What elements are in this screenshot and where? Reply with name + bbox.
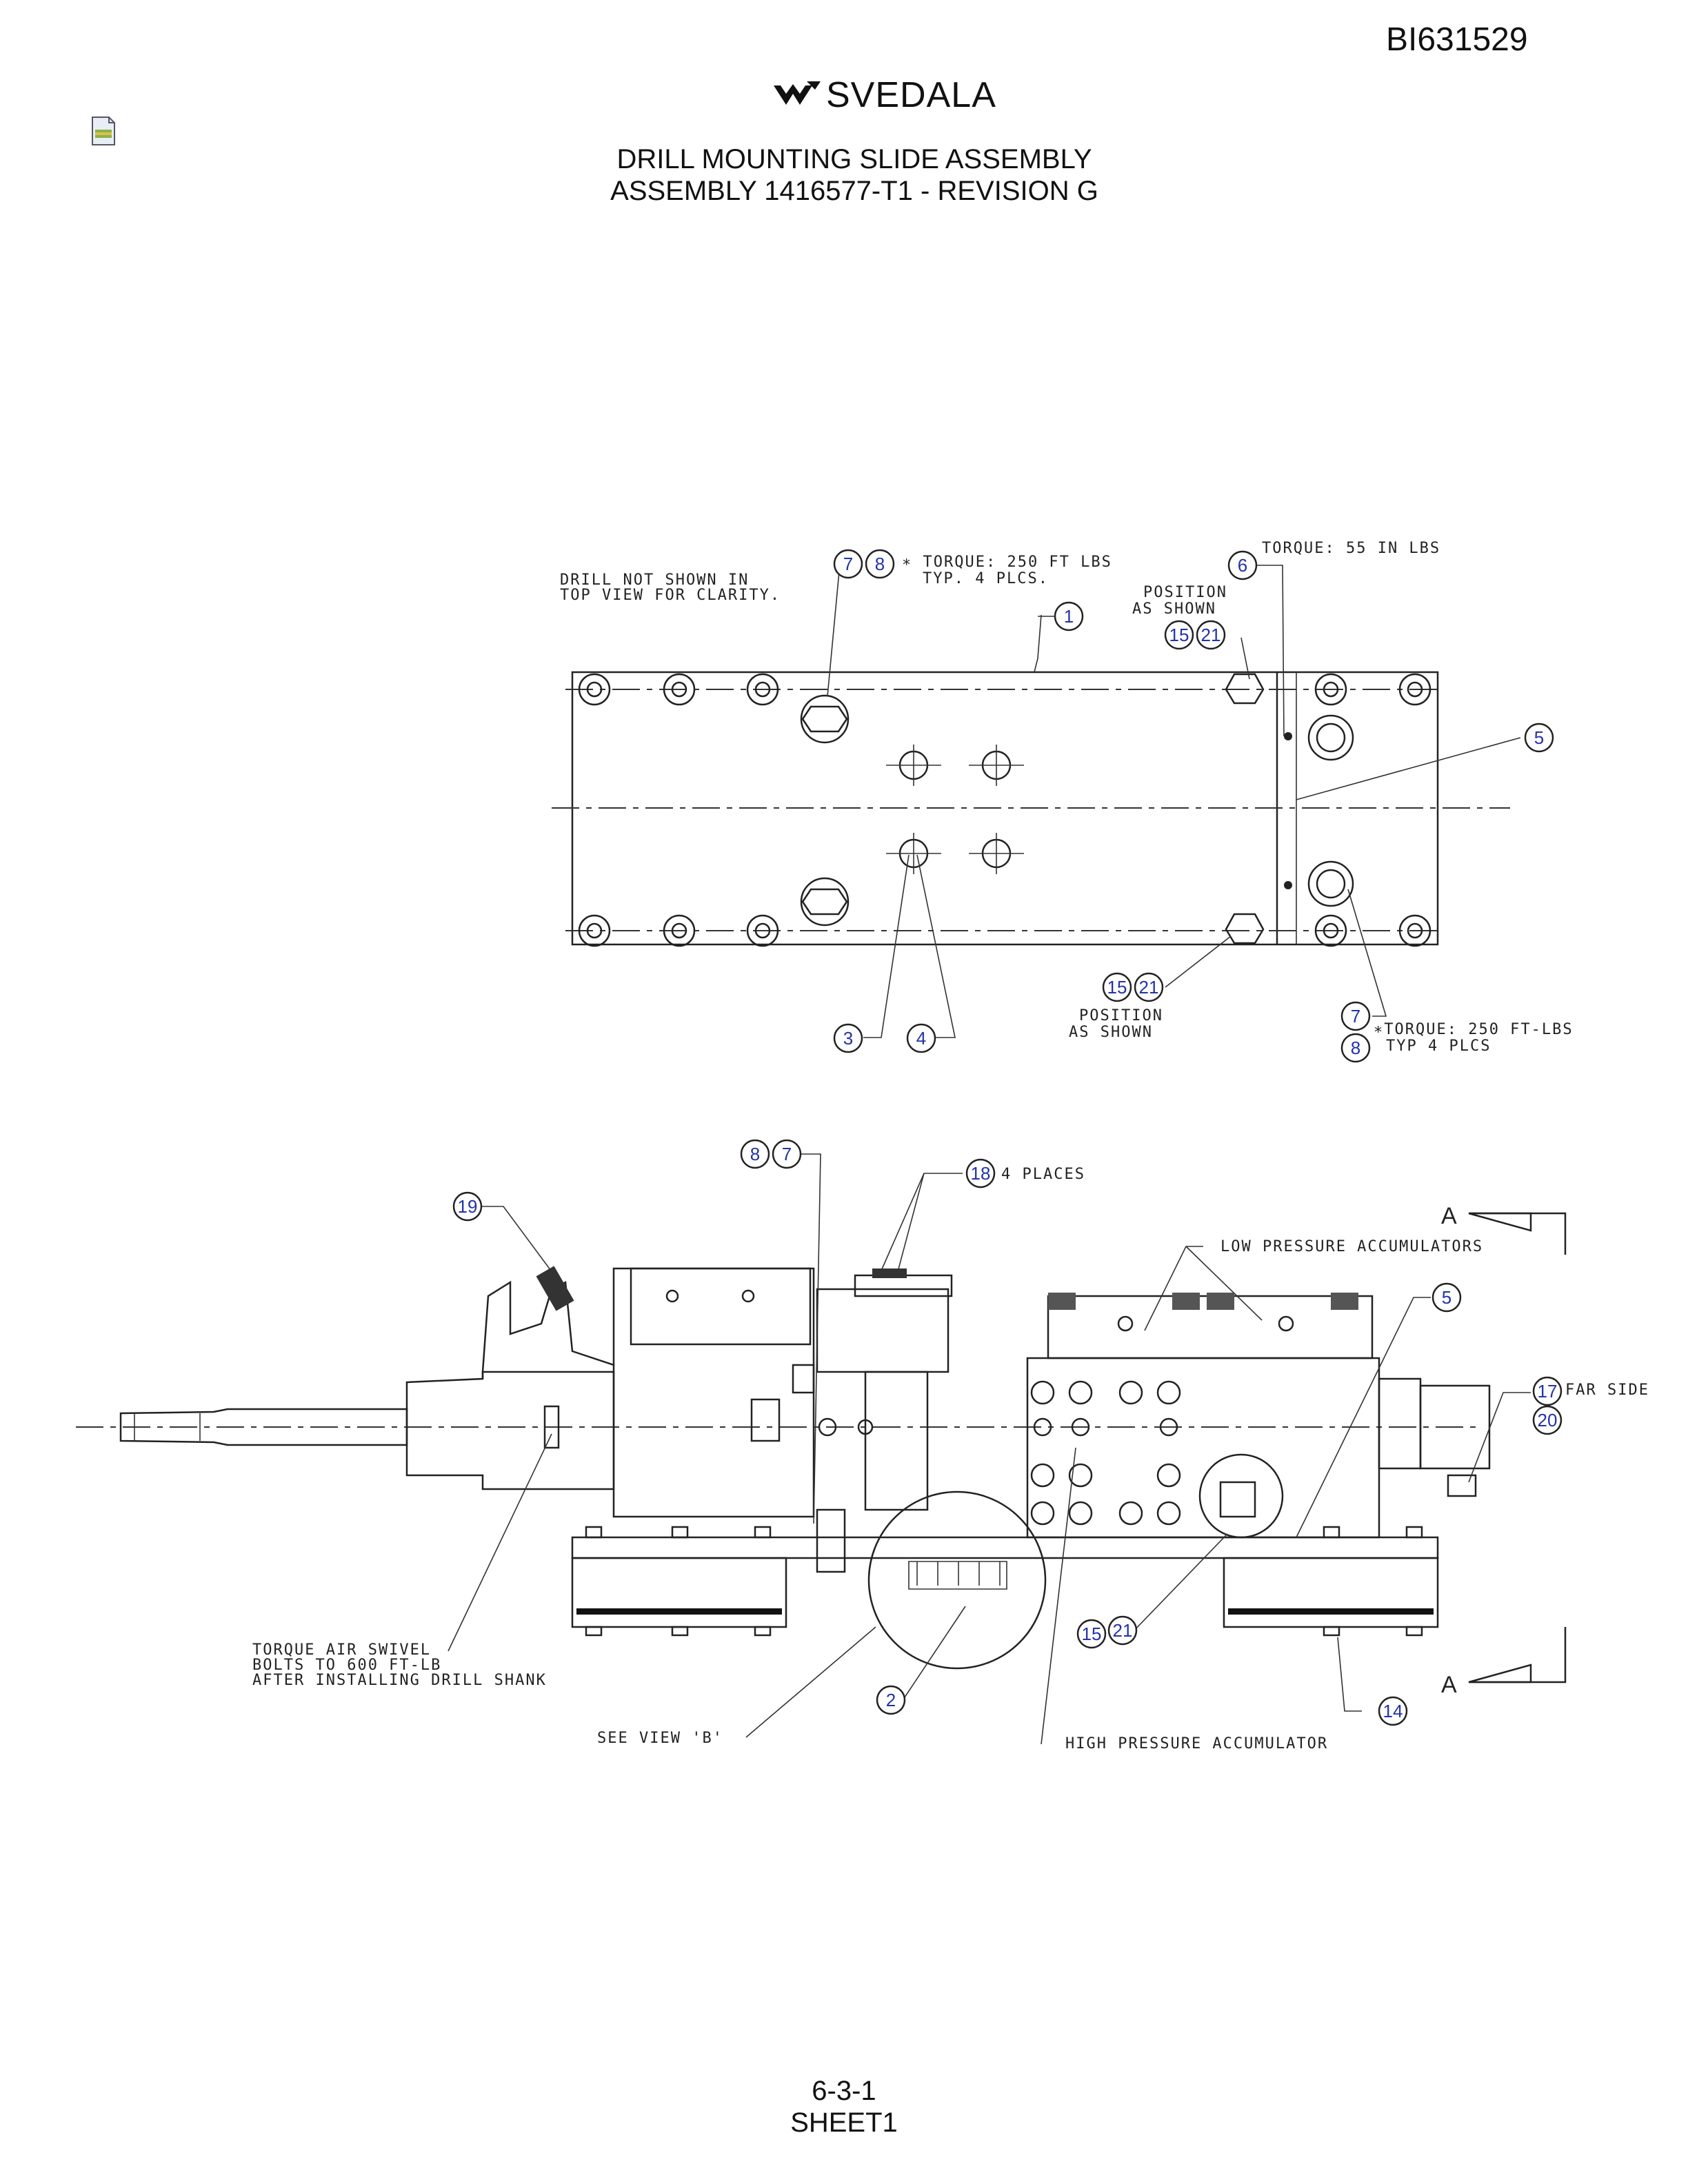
svg-text:17: 17 [1538,1381,1558,1402]
note-high-pressure: HIGH PRESSURE ACCUMULATOR [1065,1735,1328,1752]
side-view: 4 PLACES LOW PRESSURE ACCUMULATORS FAR S… [76,1139,1649,1752]
svg-text:8: 8 [1351,1038,1360,1058]
balloon-19: 19 [452,1191,483,1222]
note-position-top-2: AS SHOWN [1132,600,1216,618]
svg-text:7: 7 [782,1144,792,1164]
high-pressure-accumulator [1198,1453,1284,1539]
slide-base [571,1536,1439,1559]
note-torque-250-a-1: ∗ TORQUE: 250 FT LBS [902,554,1112,571]
svg-text:8: 8 [750,1144,760,1164]
svg-text:15: 15 [1082,1624,1102,1644]
note-4-places: 4 PLACES [1001,1166,1085,1183]
balloon-17: 17 [1532,1376,1563,1406]
accumulator-hex-bolts [1030,1380,1181,1526]
balloon-8-right: 8 [1340,1033,1371,1063]
svg-text:5: 5 [1534,727,1544,748]
section-label-a-top: A [1441,1203,1457,1229]
note-torque-250-b-2: TYP 4 PLCS [1386,1038,1491,1055]
note-far-side: FAR SIDE [1565,1382,1649,1399]
balloon-8-top: 8 [865,549,895,579]
svg-text:6: 6 [1238,555,1247,576]
page-number: 6-3-1 [812,2076,876,2106]
brand-name: SVEDALA [826,75,996,115]
page-title: DRILL MOUNTING SLIDE ASSEMBLY ASSEMBLY 1… [0,143,1688,207]
note-swivel-1: TORQUE AIR SWIVEL [252,1641,431,1659]
balloon-14: 14 [1378,1696,1408,1726]
document-id: BI631529 [1386,21,1528,58]
valve-block [816,1288,950,1373]
svg-text:2: 2 [886,1690,896,1710]
bottom-bolt-row [578,914,1431,947]
right-rail [1223,1557,1439,1628]
page-footer: 6-3-1 SHEET1 [0,2075,1688,2138]
balloon-3: 3 [833,1023,863,1053]
note-position-bottom-2: AS SHOWN [1069,1024,1153,1041]
svg-text:21: 21 [1113,1620,1133,1641]
note-position-bottom-1: POSITION [1079,1007,1163,1024]
balloon-18: 18 [965,1158,996,1189]
svg-text:15: 15 [1169,625,1189,645]
balloon-1: 1 [1054,601,1084,631]
svg-text:7: 7 [843,554,853,574]
mounting-holes [886,745,1024,874]
section-a-bottom-marker [1469,1627,1567,1684]
balloon-4: 4 [906,1023,936,1053]
balloon-15-top: 15 [1164,620,1194,650]
swivel-arm [481,1280,614,1379]
top-bolt-row [578,673,1431,706]
balloon-21-top: 21 [1196,620,1226,650]
svg-text:21: 21 [1201,625,1221,645]
left-rail [571,1557,787,1628]
large-hex-bolts [800,694,1354,927]
svg-text:8: 8 [875,554,885,574]
balloon-21-mid: 21 [1134,972,1164,1002]
balloon-21-side: 21 [1107,1615,1138,1646]
air-swivel [405,1371,615,1490]
svg-text:15: 15 [1107,977,1127,998]
document-icon[interactable] [91,116,116,146]
note-drill-hidden-1: DRILL NOT SHOWN IN [560,572,749,589]
balloon-5-side: 5 [1431,1282,1462,1313]
svg-text:5: 5 [1442,1287,1451,1308]
sheet-label: SHEET1 [790,2107,898,2138]
note-see-view-b: SEE VIEW 'B' [597,1730,723,1747]
note-torque-250-b-1: ∗TORQUE: 250 FT-LBS [1374,1021,1574,1038]
drill-body [612,1267,815,1518]
note-swivel-2: BOLTS TO 600 FT-LB [252,1657,441,1674]
balloon-7-top: 7 [833,549,863,579]
svg-text:7: 7 [1351,1006,1360,1027]
balloon-8-side: 8 [740,1139,770,1169]
brand-logo: SVEDALA [772,74,996,116]
balloon-7-right: 7 [1340,1001,1371,1031]
section-label-a-bottom: A [1441,1672,1457,1698]
svg-text:3: 3 [843,1028,853,1049]
accumulator-caps [1048,1293,1358,1310]
balloon-5-top: 5 [1524,722,1554,753]
note-drill-hidden-2: TOP VIEW FOR CLARITY. [560,587,781,604]
svg-text:19: 19 [458,1196,478,1217]
note-low-pressure: LOW PRESSURE ACCUMULATORS [1220,1238,1483,1255]
svg-text:21: 21 [1139,977,1159,998]
balloon-20: 20 [1532,1405,1563,1435]
top-view: DRILL NOT SHOWN IN TOP VIEW FOR CLARITY.… [552,540,1574,1063]
balloon-2: 2 [876,1685,906,1715]
note-swivel-3: AFTER INSTALLING DRILL SHANK [252,1672,547,1689]
svg-text:20: 20 [1538,1410,1558,1430]
balloon-6: 6 [1227,550,1258,580]
title-line-2: ASSEMBLY 1416577-T1 - REVISION G [610,176,1098,206]
note-torque-55: TORQUE: 55 IN LBS [1262,540,1440,557]
detail-b-circle [867,1490,1047,1670]
svg-text:14: 14 [1383,1701,1403,1721]
svg-text:18: 18 [971,1163,991,1184]
balloon-7-side: 7 [772,1139,802,1169]
title-line-1: DRILL MOUNTING SLIDE ASSEMBLY [616,144,1092,174]
note-position-top-1: POSITION [1143,584,1227,601]
svg-text:4: 4 [916,1028,926,1049]
svedala-mark-icon [774,81,821,105]
svg-text:1: 1 [1064,606,1074,627]
balloon-15-side: 15 [1076,1619,1107,1649]
note-torque-250-a-2: TYP. 4 PLCS. [923,570,1049,587]
balloon-15-mid: 15 [1102,972,1132,1002]
